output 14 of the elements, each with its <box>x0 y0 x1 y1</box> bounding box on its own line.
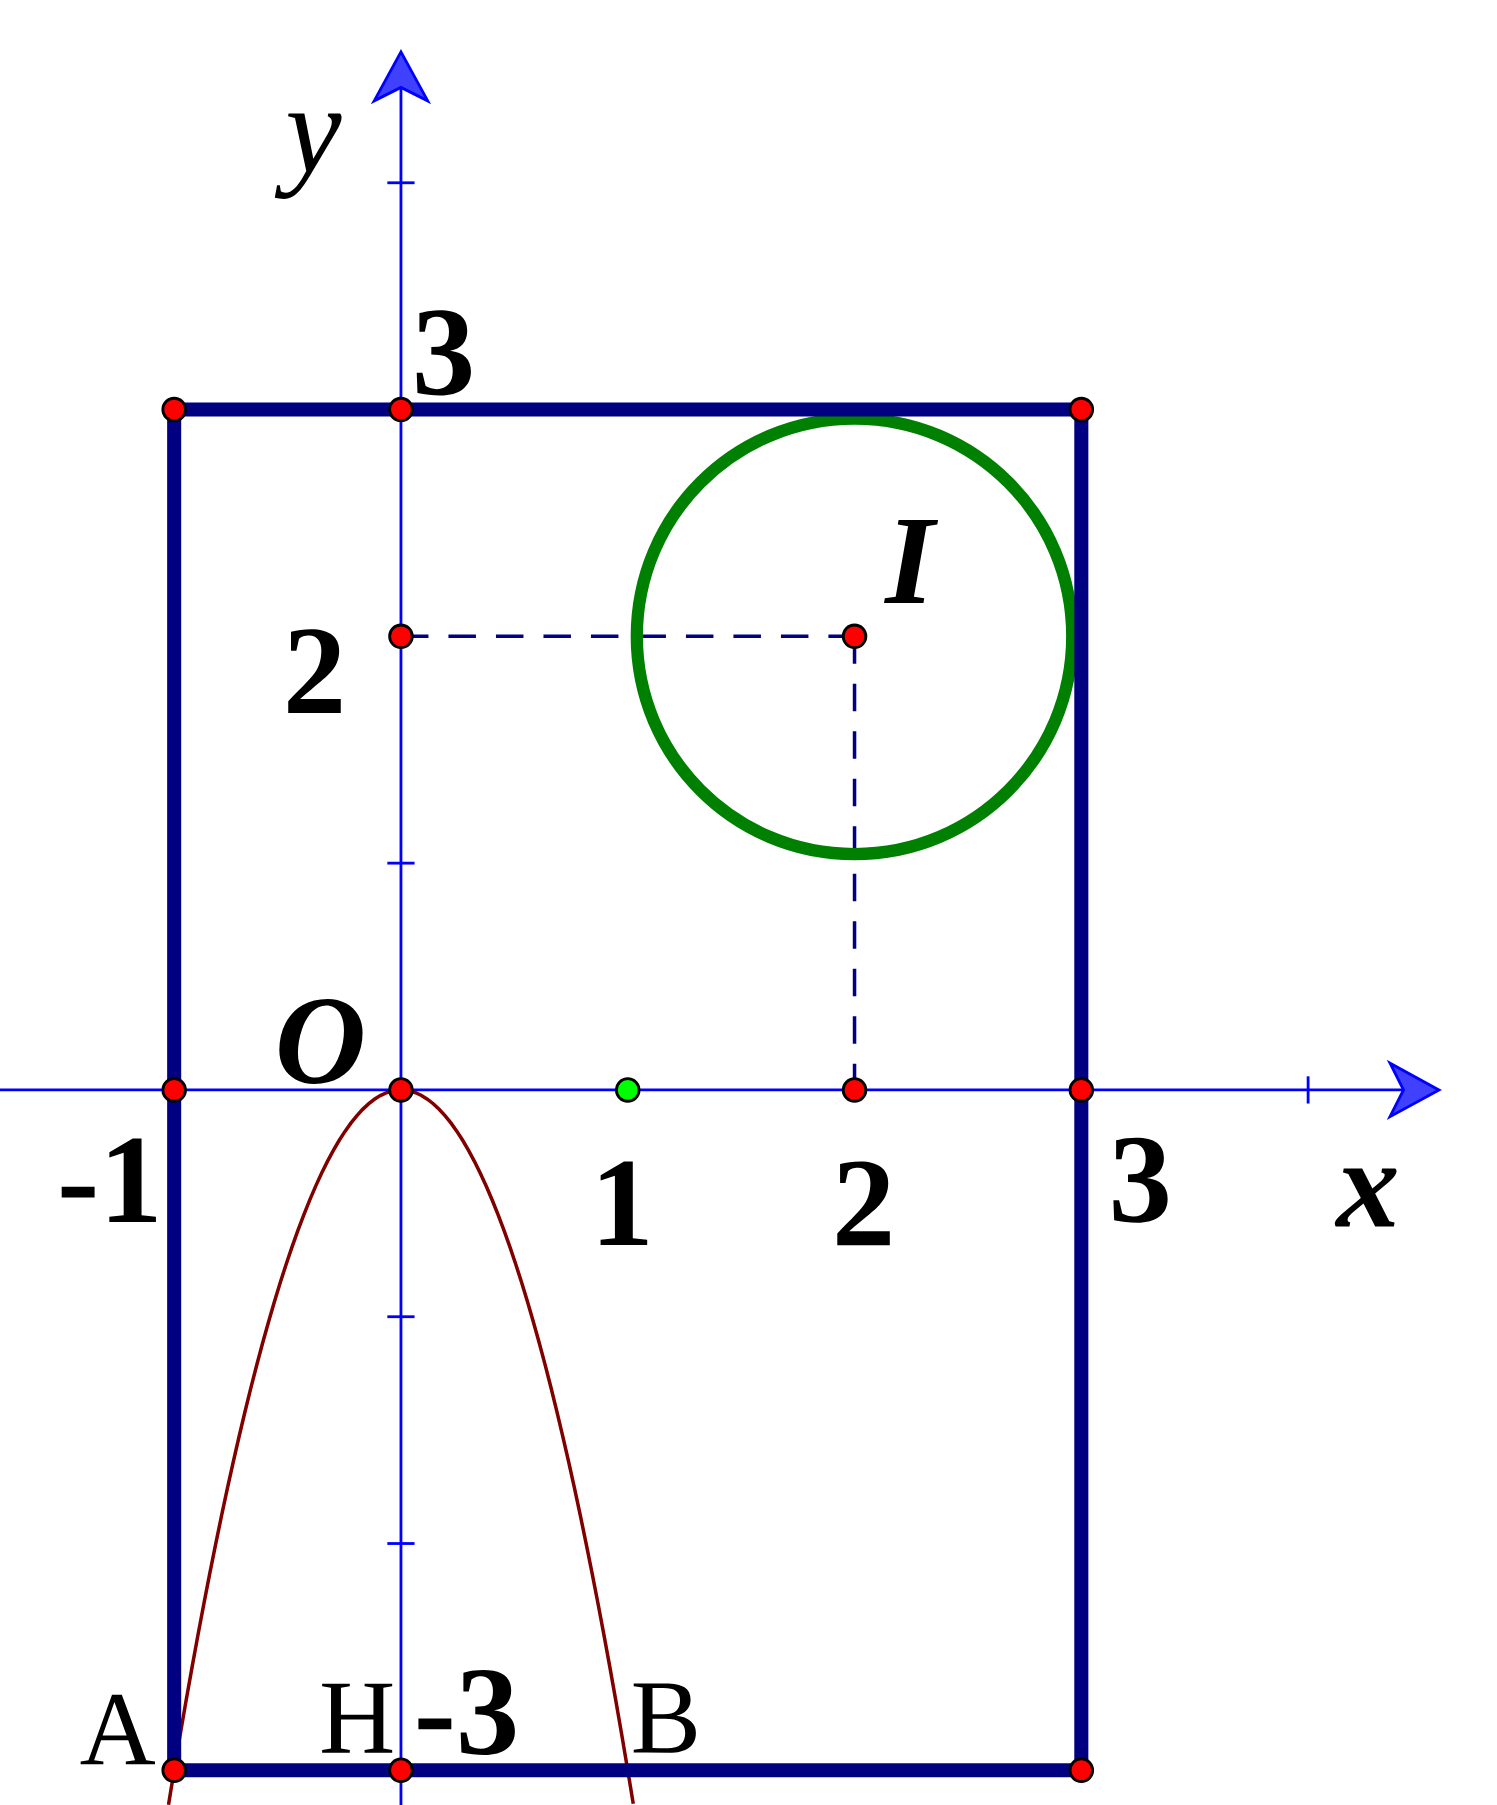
axis-label: y <box>274 113 342 199</box>
axis-label: x <box>1334 1168 1397 1227</box>
axis-label: H <box>322 1683 393 1753</box>
axis-label: I <box>884 520 939 603</box>
axis-label: 2 <box>837 1161 890 1246</box>
axis-label: B <box>633 1683 696 1753</box>
axis-label: O <box>279 998 363 1084</box>
axis-label: 3 <box>1113 1137 1168 1223</box>
axis-label: 2 <box>288 629 341 713</box>
axis-label: A <box>80 1694 156 1765</box>
axis-label: 3 <box>416 310 472 396</box>
axis-label: 1 <box>600 1161 648 1246</box>
axis-label: -1 <box>61 1138 156 1222</box>
axis-label: -3 <box>418 1669 515 1755</box>
